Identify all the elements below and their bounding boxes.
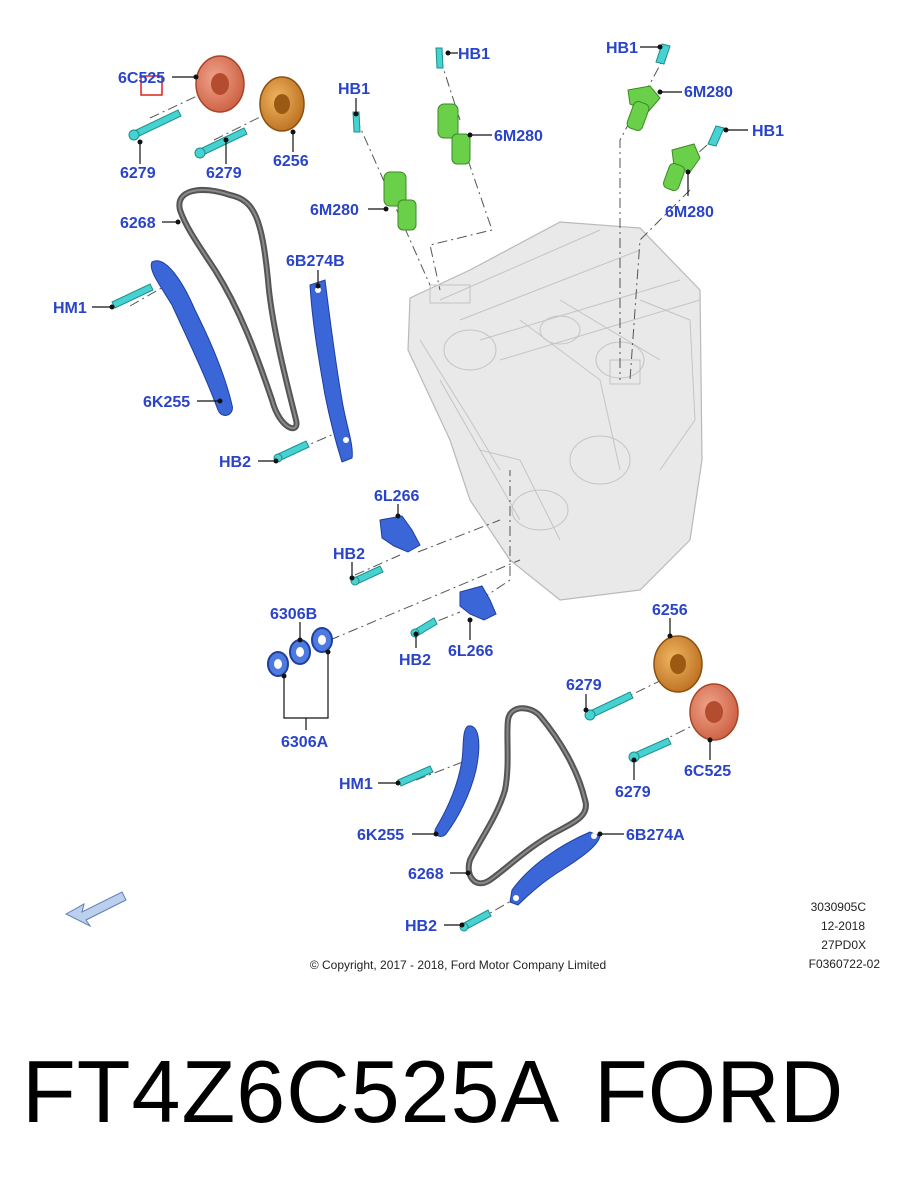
callout-6l266-b: 6L266 — [448, 643, 493, 660]
part-number: FT4Z6C525A — [22, 1042, 561, 1141]
engine-code: 27PD0X — [821, 938, 866, 952]
tensioner-6l266-b — [459, 585, 497, 621]
callout-6256-bottom: 6256 — [652, 602, 688, 619]
callout-6k255-bottom: 6K255 — [357, 827, 404, 844]
callout-6268-bottom: 6268 — [408, 866, 444, 883]
callout-6b274a: 6B274A — [626, 827, 685, 844]
callout-6306b: 6306B — [270, 606, 317, 623]
guide-6k255-bottom — [434, 725, 480, 837]
figure-id: F0360722-02 — [809, 957, 881, 971]
bolt-hb1-c — [655, 43, 671, 65]
callout-hm1-top: HM1 — [53, 300, 87, 317]
bolt-6279-c — [584, 691, 634, 721]
bolt-hb2-d — [459, 909, 492, 932]
callout-6b274b: 6B274B — [286, 253, 345, 270]
callout-hm1-bottom: HM1 — [339, 776, 373, 793]
guide-6b274b — [309, 279, 353, 463]
callout-6268-top: 6268 — [120, 215, 156, 232]
highlight-box — [140, 75, 163, 96]
guide-6k255-top — [150, 260, 233, 416]
callout-6306a: 6306A — [281, 734, 329, 751]
callout-hb2-a: HB2 — [219, 454, 251, 471]
callout-hb1-d: HB1 — [752, 123, 784, 140]
callout-6k255-top: 6K255 — [143, 394, 190, 411]
callout-6m280-b: 6M280 — [494, 128, 543, 145]
callout-6c525-top: 6C525 — [118, 70, 165, 87]
callout-hb1-a: HB1 — [338, 81, 370, 98]
callout-6256-top: 6256 — [273, 153, 309, 170]
cam-phaser-orange-bottom — [653, 635, 703, 693]
callout-hb1-b: HB1 — [458, 46, 490, 63]
callout-hb1-c: HB1 — [606, 40, 638, 57]
tensioner-6l266-a — [379, 515, 421, 553]
timing-chain-bottom — [465, 705, 589, 887]
callout-hb2-b: HB2 — [333, 546, 365, 563]
callout-6279-b: 6279 — [206, 165, 242, 182]
solenoid-6m280-c — [626, 85, 661, 131]
callout-6c525-bottom: 6C525 — [684, 763, 731, 780]
exploded-parts-diagram: 6C525 6279 6279 6256 6268 6B274B HM1 6K2… — [53, 40, 881, 972]
engine-block — [407, 221, 703, 601]
bolt-hb2-a — [273, 440, 310, 463]
ref-code: 3030905C — [811, 900, 867, 914]
callout-6279-d: 6279 — [615, 784, 651, 801]
bolt-hb1-b — [435, 47, 444, 69]
bolt-hb2-b — [350, 565, 384, 586]
leader-lines — [92, 44, 748, 928]
cam-phaser-orange-top — [259, 76, 305, 132]
brand-name: FORD — [594, 1042, 844, 1141]
callout-6m280-d: 6M280 — [665, 204, 714, 221]
callout-hb2-c: HB2 — [399, 652, 431, 669]
bolt-hb1-d — [707, 125, 725, 147]
callout-hb2-d: HB2 — [405, 918, 437, 935]
callout-6m280-a: 6M280 — [310, 202, 359, 219]
solenoid-6m280-d — [662, 143, 701, 192]
cam-phaser-red-top — [195, 55, 245, 113]
cam-phaser-red-bottom — [689, 683, 739, 741]
front-direction-arrow-icon — [64, 891, 127, 928]
guide-6b274a — [509, 831, 601, 906]
sprocket-6306b — [267, 627, 333, 677]
timing-chain-top — [176, 187, 300, 432]
callout-6279-c: 6279 — [566, 677, 602, 694]
revision-date: 12-2018 — [821, 919, 865, 933]
solenoid-6m280-a — [383, 171, 417, 231]
callout-6m280-c: 6M280 — [684, 84, 733, 101]
callout-6279-a: 6279 — [120, 165, 156, 182]
callout-6l266-a: 6L266 — [374, 488, 419, 505]
bolt-6279-a — [128, 109, 182, 141]
bolt-hm1-bottom — [397, 765, 434, 787]
bolt-6279-b — [194, 127, 248, 159]
copyright-notice: © Copyright, 2017 - 2018, Ford Motor Com… — [310, 958, 606, 972]
solenoid-6m280-b — [437, 103, 471, 165]
